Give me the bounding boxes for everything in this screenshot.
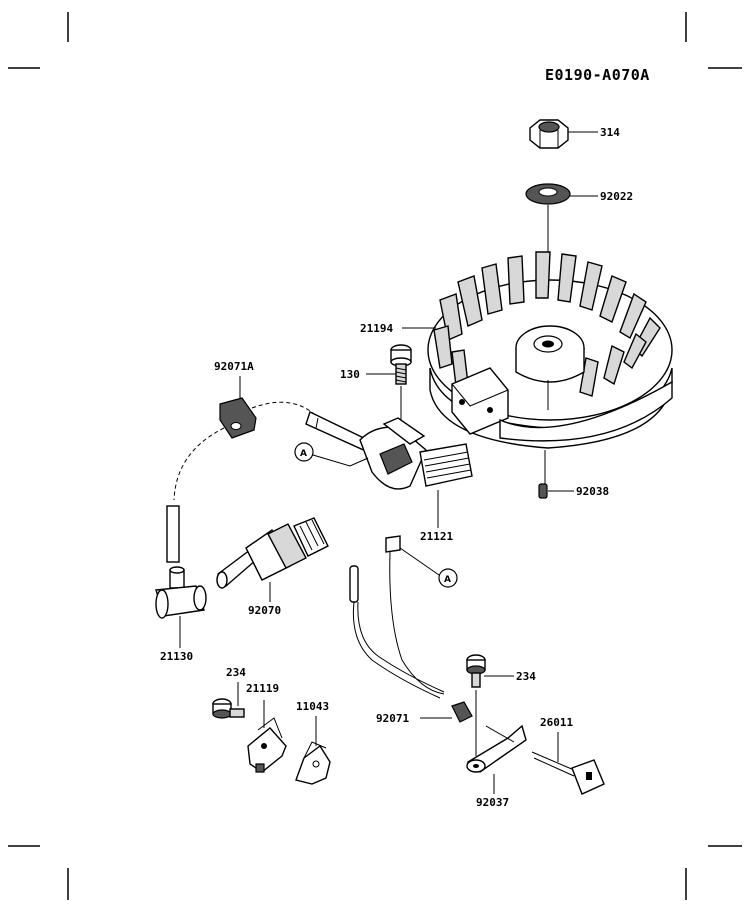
label-26011: 26011 (540, 716, 573, 729)
flywheel-part (427, 251, 673, 449)
bracket-11043-part (295, 741, 331, 785)
spark-plug-part (216, 517, 329, 589)
label-92071A: 92071A (214, 360, 254, 373)
label-130: 130 (340, 368, 360, 381)
label-21130: 21130 (160, 650, 193, 663)
label-92071: 92071 (376, 712, 409, 725)
label-92037: 92037 (476, 796, 509, 809)
switch-21119-part (247, 717, 287, 773)
diagram-code: E0190-A070A (545, 66, 650, 84)
label-92038: 92038 (576, 485, 609, 498)
ignition-coil-part (305, 411, 473, 490)
boot-92071-part (451, 701, 473, 723)
crop-marks (8, 12, 742, 900)
stop-wire-part (349, 535, 445, 699)
label-21121: 21121 (420, 530, 453, 543)
ground-terminal-part (466, 724, 527, 773)
boot-92071a-part (219, 397, 257, 439)
washer-part (525, 183, 571, 205)
bolt-part (390, 344, 412, 385)
plug-cap-part (155, 505, 207, 619)
screw-234-right-part (466, 654, 486, 688)
ref-a-2: A (444, 575, 451, 585)
label-92070: 92070 (248, 604, 281, 617)
ref-circle-a-2 (438, 568, 458, 588)
label-234-right: 234 (516, 670, 536, 683)
screw-234-left-part (212, 698, 245, 719)
label-21119: 21119 (246, 682, 279, 695)
label-11043: 11043 (296, 700, 329, 713)
ref-circle-a-1 (294, 442, 314, 462)
label-234-left: 234 (226, 666, 246, 679)
harness-part (531, 751, 605, 795)
label-92022: 92022 (600, 190, 633, 203)
key-part (538, 483, 548, 499)
nut-part (529, 119, 569, 149)
label-314: 314 (600, 126, 620, 139)
label-21194: 21194 (360, 322, 393, 335)
ref-a-1: A (300, 449, 307, 459)
